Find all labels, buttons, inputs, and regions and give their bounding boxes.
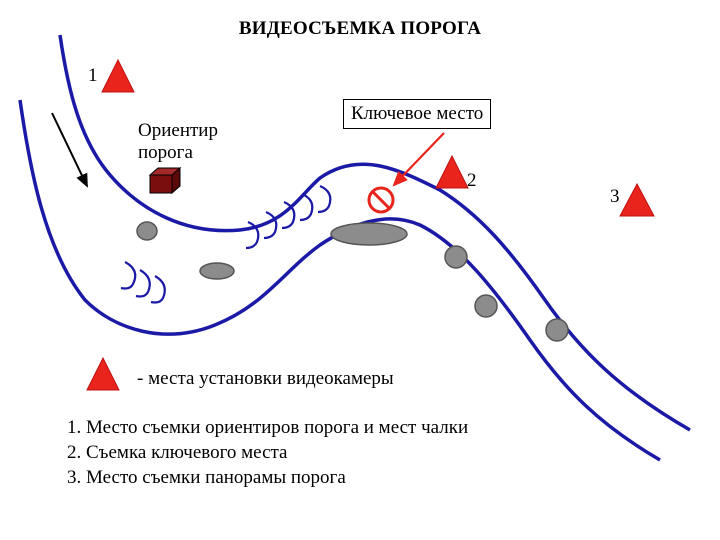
river-bank-right xyxy=(18,99,661,462)
rocks xyxy=(136,221,569,342)
no-entry-icon xyxy=(367,186,395,214)
legend-camera-marker xyxy=(86,356,120,391)
river-bank-left xyxy=(58,34,691,432)
rock xyxy=(136,221,158,241)
key-place-pointer-arrow xyxy=(392,132,445,187)
camera-marker-3 xyxy=(619,182,655,217)
rock xyxy=(545,318,569,342)
note-item: 1. Место съемки ориентиров порога и мест… xyxy=(67,417,469,438)
camera-marker-2 xyxy=(435,154,469,189)
note-item: 2. Съемка ключевого места xyxy=(67,442,288,463)
arrow-down-icon xyxy=(51,112,88,188)
camera-2-number: 2 xyxy=(467,170,477,191)
rock xyxy=(474,294,498,318)
cube-icon xyxy=(148,166,182,195)
rock xyxy=(444,245,468,269)
landmark-label: Ориентир порога xyxy=(138,120,218,163)
page-title: ВИДЕОСЪЕМКА ПОРОГА xyxy=(238,18,482,39)
notes-list: 1. Место съемки ориентиров порога и мест… xyxy=(67,415,468,490)
camera-3-number: 3 xyxy=(610,186,620,207)
rock xyxy=(199,262,235,280)
waves xyxy=(120,184,332,304)
rock xyxy=(330,222,408,246)
camera-marker-1 xyxy=(101,58,135,93)
camera-1-number: 1 xyxy=(88,65,98,86)
note-item: 3. Место съемки панорамы порога xyxy=(67,467,346,488)
key-place-label: Ключевое место xyxy=(343,99,492,129)
legend-text: - места установки видеокамеры xyxy=(137,368,394,389)
